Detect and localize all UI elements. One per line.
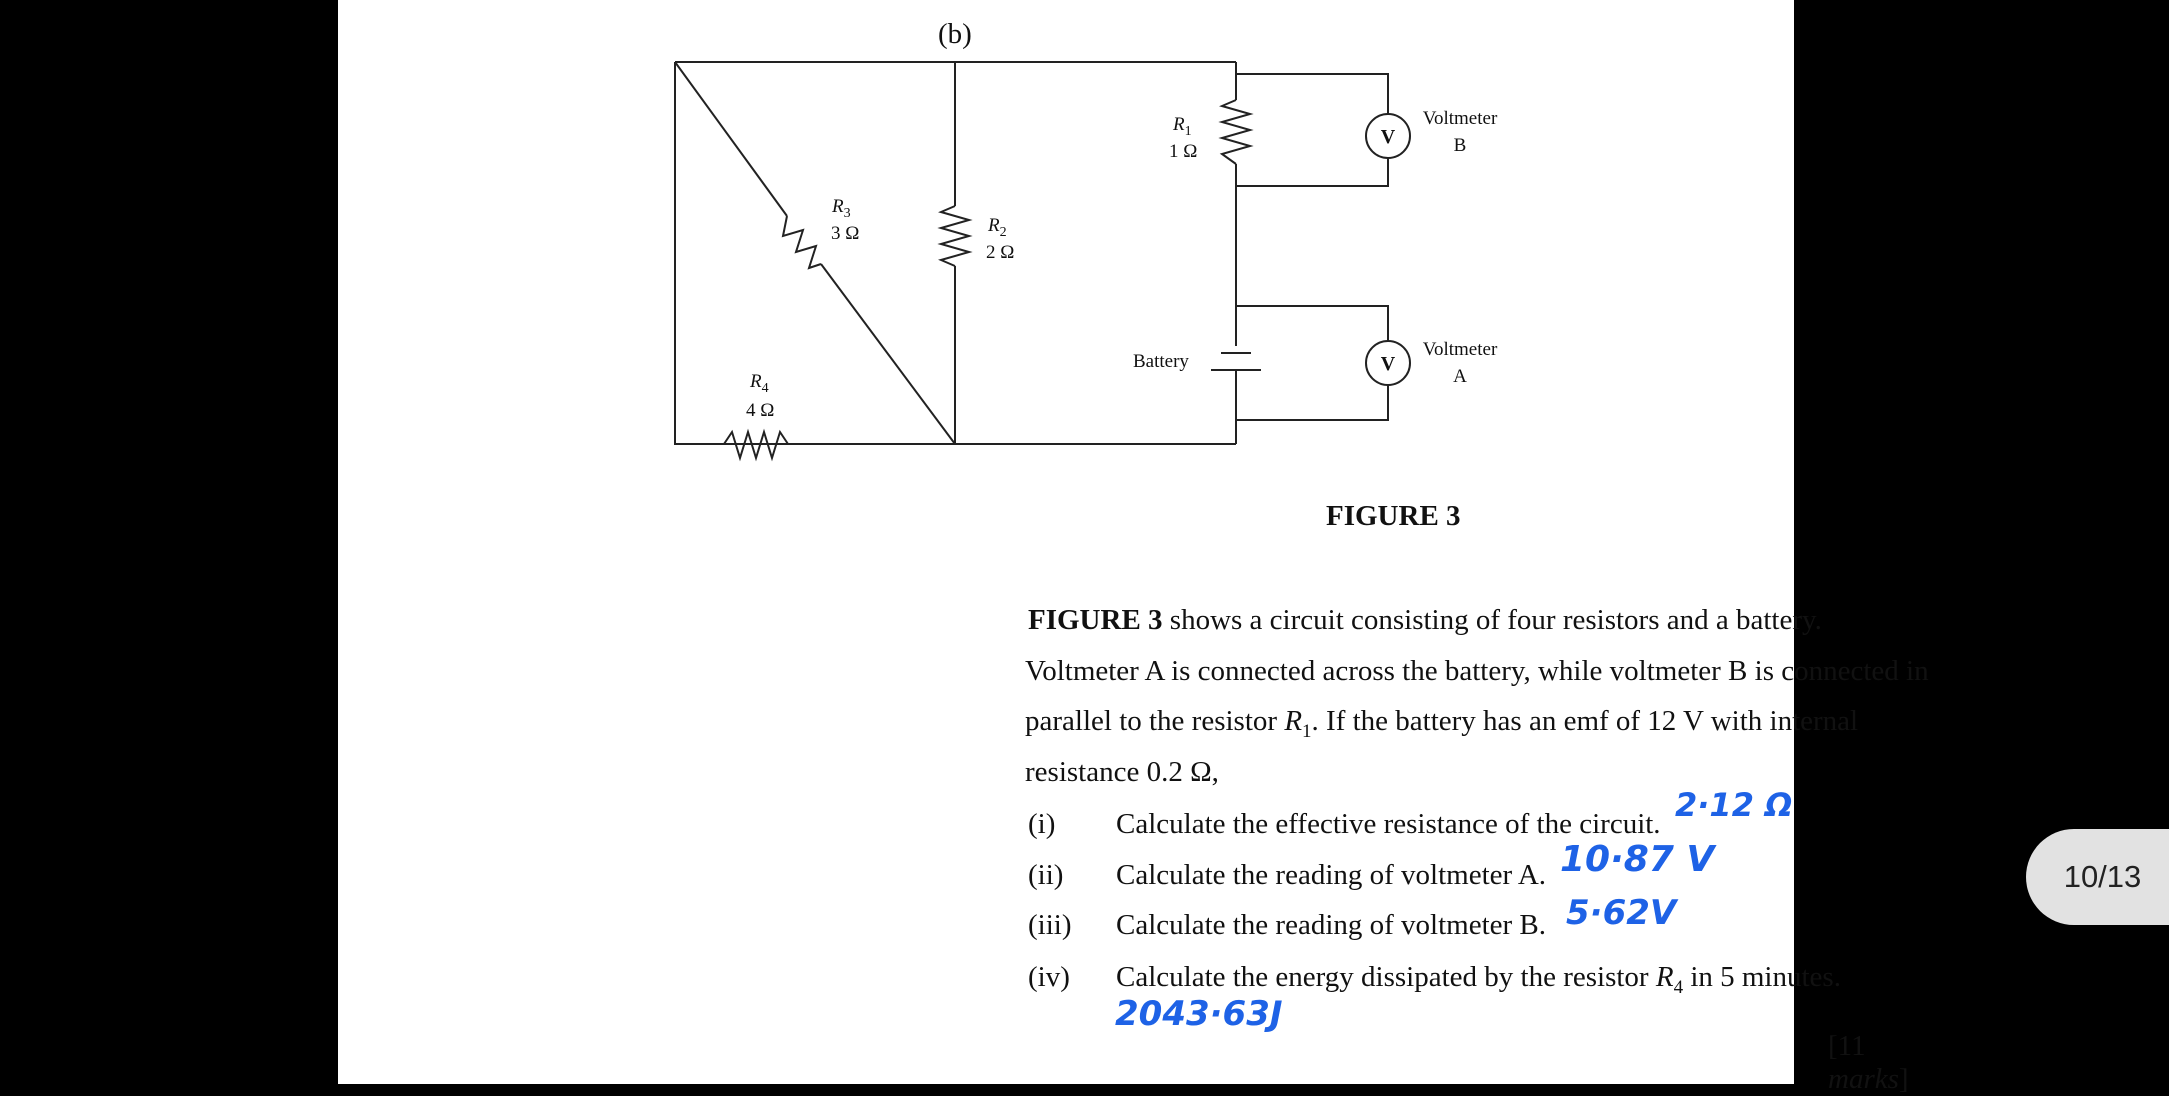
resistor-r3-symbol bbox=[781, 215, 822, 270]
wire bbox=[1236, 305, 1389, 341]
item-3-text: Calculate the reading of voltmeter B. bbox=[1116, 909, 1547, 941]
item-4-handwritten-answer: 2043·63J bbox=[1115, 994, 1283, 1034]
intro-line-4: resistance 0.2 Ω, bbox=[1025, 756, 1219, 788]
intro-line-3: parallel to the resistor R1. If the batt… bbox=[1025, 705, 1859, 742]
r1-value: 1 Ω bbox=[1169, 141, 1197, 162]
resistor-r1-symbol bbox=[1218, 99, 1254, 165]
question-part-label: (b) bbox=[938, 18, 972, 50]
item-1-text: Calculate the effective resistance of th… bbox=[1116, 808, 1661, 840]
item-2-text: Calculate the reading of voltmeter A. bbox=[1116, 859, 1547, 891]
r3-label: R3 bbox=[831, 196, 851, 221]
intro-line-2: Voltmeter A is connected across the batt… bbox=[1025, 655, 1929, 687]
marks-allocation: [11 marks] bbox=[1828, 1030, 1909, 1095]
item-4-text: Calculate the energy dissipated by the r… bbox=[1116, 961, 1841, 998]
voltmeter-a-symbol-letter: V bbox=[1381, 353, 1396, 375]
r2-label: R2 bbox=[987, 215, 1007, 240]
voltmeter-a-symbol bbox=[1365, 340, 1411, 386]
wire bbox=[1236, 385, 1389, 421]
wire bbox=[1236, 158, 1389, 187]
resistor-r2-symbol bbox=[937, 205, 973, 267]
wire bbox=[674, 61, 788, 217]
r4-value: 4 Ω bbox=[746, 400, 774, 421]
figure-caption: FIGURE 3 bbox=[1326, 500, 1461, 532]
resistor-r4-symbol bbox=[723, 428, 789, 462]
page-indicator[interactable]: 10/13 bbox=[2026, 829, 2169, 925]
r2-value: 2 Ω bbox=[986, 242, 1014, 263]
item-4-number: (iv) bbox=[1028, 961, 1070, 993]
voltmeter-a-letter: A bbox=[1453, 366, 1467, 387]
r4-label: R4 bbox=[749, 371, 769, 396]
r1-label: R1 bbox=[1172, 114, 1192, 139]
voltmeter-b-label: Voltmeter bbox=[1423, 108, 1498, 129]
voltmeter-b-symbol bbox=[1365, 113, 1411, 159]
item-1-number: (i) bbox=[1028, 808, 1056, 840]
item-2-number: (ii) bbox=[1028, 859, 1064, 891]
item-3-handwritten-answer: 5·62V bbox=[1566, 893, 1677, 933]
battery-label: Battery bbox=[1133, 351, 1189, 372]
item-1-handwritten-answer: 2·12 Ω bbox=[1675, 786, 1793, 824]
item-2-handwritten-answer: 10·87 V bbox=[1560, 839, 1715, 880]
document-page: (b) bbox=[338, 0, 1929, 1095]
voltmeter-a-label: Voltmeter bbox=[1423, 339, 1498, 360]
r3-value: 3 Ω bbox=[831, 223, 859, 244]
voltmeter-b-symbol-letter: V bbox=[1381, 126, 1396, 148]
wire bbox=[820, 263, 956, 445]
voltmeter-b-letter: B bbox=[1454, 135, 1467, 156]
intro-line-1: FIGURE 3 shows a circuit consisting of f… bbox=[1028, 604, 1822, 636]
item-3-number: (iii) bbox=[1028, 909, 1072, 941]
wire bbox=[674, 62, 824, 445]
wire bbox=[1236, 73, 1389, 114]
circuit-diagram: R3 3 Ω R2 2 Ω R1 1 Ω R4 4 Ω Battery V V … bbox=[674, 61, 1498, 462]
